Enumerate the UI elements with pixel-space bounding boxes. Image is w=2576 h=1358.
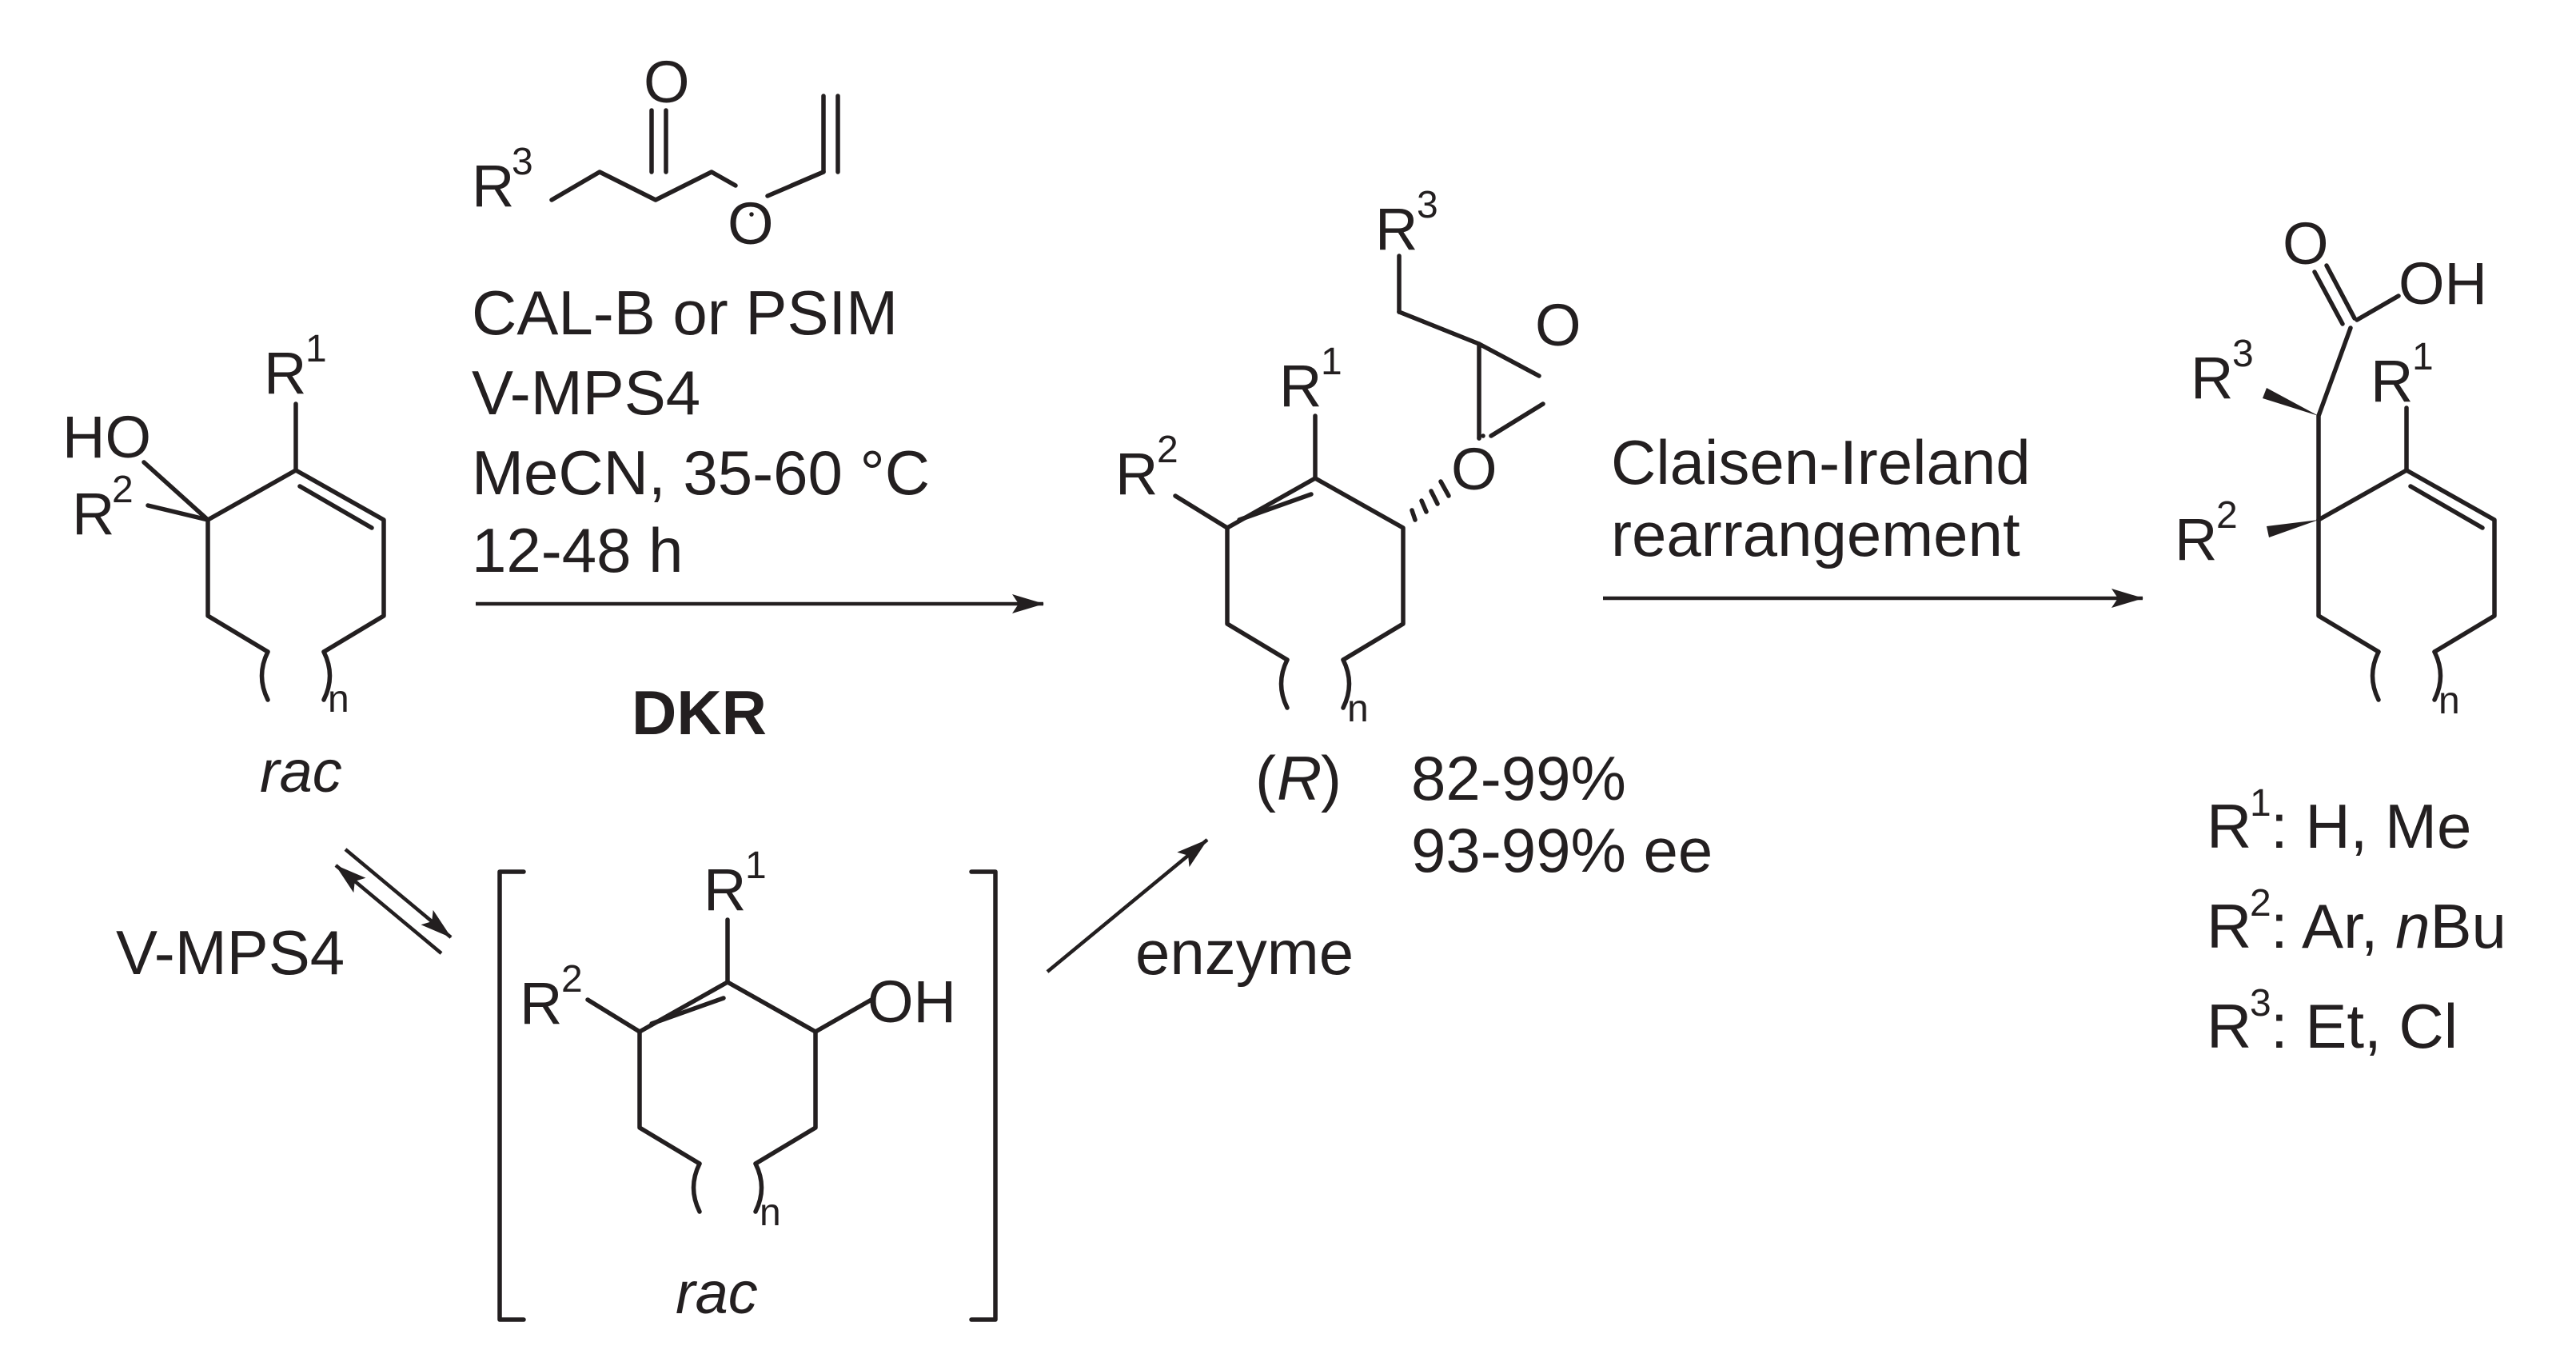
int-n: n <box>760 1192 781 1234</box>
claisen-line1: Claisen-Ireland <box>1611 427 2031 497</box>
acid-r2: R <box>2175 506 2217 573</box>
time-text: 12-48 h <box>472 515 684 585</box>
vinyl-ester-r: R <box>472 153 514 219</box>
product-n: n <box>1347 688 1369 730</box>
int-r2: R <box>520 970 562 1036</box>
enzyme-step: enzyme <box>1046 838 1354 988</box>
acid-carbonyl-o: O <box>2283 210 2329 277</box>
product-r1-sup: 1 <box>1321 341 1342 383</box>
equilibrium-arrows: V-MPS4 <box>116 848 453 988</box>
acid-product-structure: O OH R 3 R 1 R 2 n <box>2175 210 2497 722</box>
dkr-label: DKR <box>632 677 767 748</box>
legend-r3-sup: 3 <box>2250 982 2271 1024</box>
vinyl-ester-r-sup: 3 <box>512 141 533 183</box>
legend-r1-sup: 1 <box>2250 782 2271 825</box>
product-carbonyl-o: O <box>1535 292 1581 358</box>
acid-r3: R <box>2191 345 2233 411</box>
int-oh: OH <box>867 969 956 1035</box>
legend-r3-values: : Et, Cl <box>2271 991 2458 1061</box>
config-label: R <box>1277 743 1322 813</box>
reagent-conditions: CAL-B or PSIM V-MPS4 MeCN, 35-60 °C 12-4… <box>472 278 1044 748</box>
int-r2-sup: 2 <box>561 958 583 1001</box>
starting-material-structure: HO R 2 R 1 n rac <box>62 328 386 805</box>
sm-r1: R <box>264 340 306 406</box>
config-close: ) <box>1321 743 1342 813</box>
legend-r1: R <box>2207 791 2251 861</box>
legend-r2-values: : Ar, nBu <box>2271 891 2506 961</box>
sm-r2-sup: 2 <box>112 469 134 511</box>
acid-r3-sup: 3 <box>2232 333 2254 375</box>
acid-r1-sup: 1 <box>2412 336 2434 378</box>
enzyme-label: enzyme <box>1135 917 1354 988</box>
int-r1-sup: 1 <box>745 845 767 887</box>
product-r2: R <box>1115 441 1158 507</box>
vinyl-ester-structure: O O R 3 <box>472 49 840 257</box>
product-ee: 93-99% ee <box>1411 815 1713 885</box>
equilibrium-reagent: V-MPS4 <box>116 917 345 988</box>
config-open: ( <box>1255 743 1276 813</box>
product-yield: 82-99% <box>1411 743 1626 813</box>
claisen-step: Claisen-Ireland rearrangement <box>1603 427 2143 608</box>
int-r1: R <box>704 857 746 923</box>
acid-n: n <box>2438 680 2460 722</box>
legend-r2-sup: 2 <box>2250 882 2271 925</box>
product-r3: R <box>1375 196 1418 262</box>
product-r2-sup: 2 <box>1157 429 1178 471</box>
solvent-temperature-text: MeCN, 35-60 °C <box>472 437 930 508</box>
sm-rac-label: rac <box>260 738 342 805</box>
catalyst-text: CAL-B or PSIM <box>472 278 898 348</box>
legend-r1-values: : H, Me <box>2271 791 2471 861</box>
product-results: ( R ) 82-99% 93-99% ee <box>1255 743 1713 885</box>
product-r3-sup: 3 <box>1417 184 1438 226</box>
legend-r3: R <box>2207 991 2251 1061</box>
sm-n: n <box>328 678 349 721</box>
substituent-legend: R 1 : H, Me R 2 : Ar, nBu R 3 : Et, Cl <box>2207 782 2506 1061</box>
product-ester-o: O <box>1451 436 1497 502</box>
sm-r1-sup: 1 <box>305 328 327 370</box>
sm-r2: R <box>72 481 114 547</box>
claisen-line2: rearrangement <box>1611 499 2020 569</box>
legend-r2: R <box>2207 891 2251 961</box>
racemization-catalyst-text: V-MPS4 <box>472 357 700 428</box>
product-r1: R <box>1279 353 1322 419</box>
acid-r1: R <box>2371 348 2413 414</box>
int-rac-label: rac <box>676 1260 758 1326</box>
acid-oh: OH <box>2399 250 2487 317</box>
acid-r2-sup: 2 <box>2216 494 2238 537</box>
ester-o: O <box>728 190 774 257</box>
ester-carbonyl-o: O <box>644 49 690 115</box>
dkr-product-structure: O O R 3 R 1 R 2 n <box>1115 184 1581 730</box>
sm-ho: HO <box>62 404 151 470</box>
intermediate-structure: R 1 R 2 OH n rac <box>497 845 998 1326</box>
